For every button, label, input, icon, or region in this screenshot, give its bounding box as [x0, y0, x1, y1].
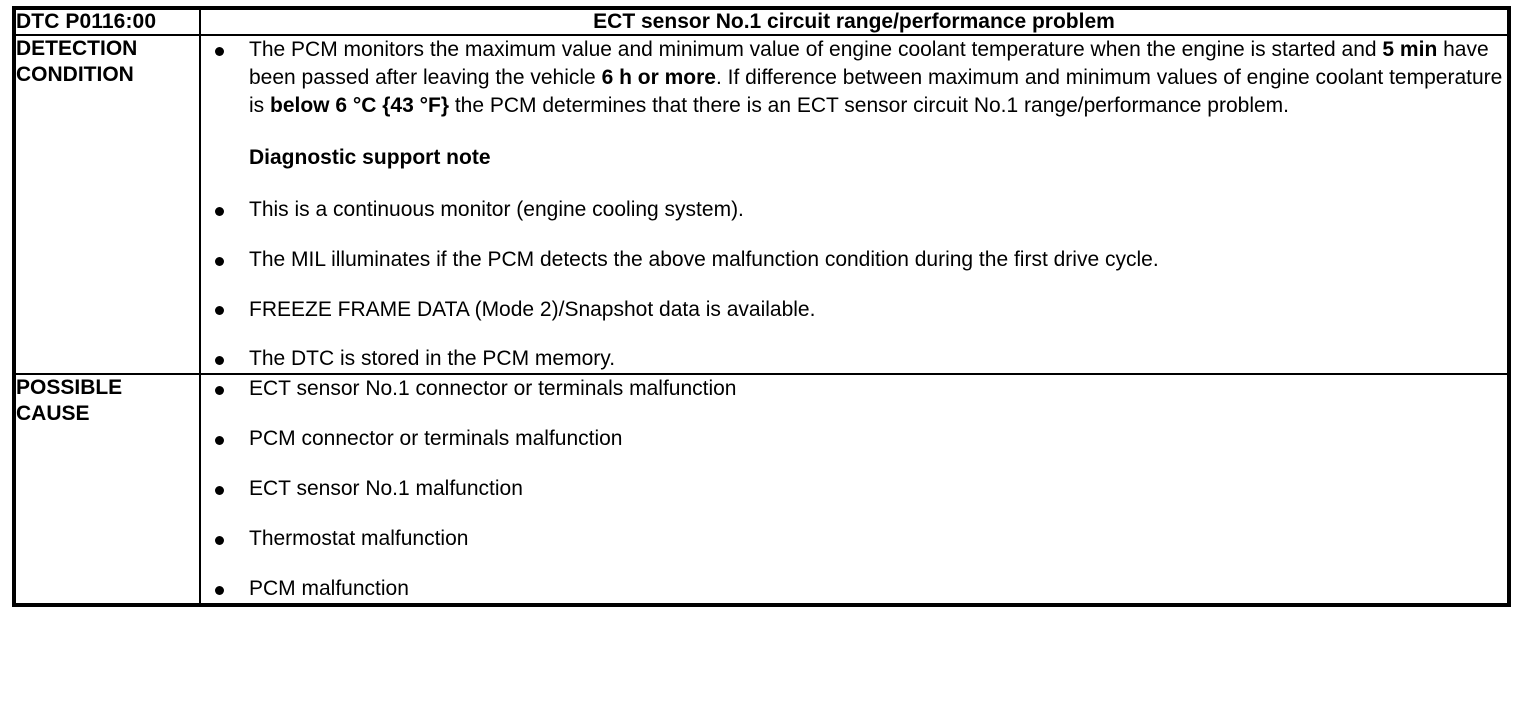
- body-text: the PCM determines that there is an ECT …: [449, 93, 1290, 117]
- bullet-dot-icon: [215, 46, 224, 56]
- list-item: The MIL illuminates if the PCM detects t…: [201, 246, 1507, 274]
- bullet-dot-icon: [215, 536, 224, 546]
- body-text: . If difference between maximum and mini…: [249, 65, 1503, 117]
- list-item: ECT sensor No.1 malfunction: [201, 475, 1507, 503]
- possible-cause-content: ECT sensor No.1 connector or terminals m…: [199, 373, 1510, 606]
- list-item: The PCM monitors the maximum value and m…: [201, 36, 1507, 120]
- bullet-dot-icon: [215, 585, 224, 595]
- detection-primary-list: The PCM monitors the maximum value and m…: [201, 36, 1507, 120]
- bullet-dot-icon: [215, 306, 224, 316]
- bullet-dot-icon: [215, 356, 224, 366]
- list-item: FREEZE FRAME DATA (Mode 2)/Snapshot data…: [201, 296, 1507, 324]
- diagnostic-support-note-list: This is a continuous monitor (engine coo…: [201, 196, 1507, 374]
- list-item: PCM connector or terminals malfunction: [201, 425, 1507, 453]
- list-item-label: The DTC is stored in the PCM memory.: [249, 347, 616, 371]
- list-item: This is a continuous monitor (engine coo…: [201, 196, 1507, 224]
- detection-condition-label: DETECTION CONDITION: [13, 33, 201, 376]
- detection-condition-content: The PCM monitors the maximum value and m…: [199, 33, 1510, 376]
- possible-cause-row: POSSIBLE CAUSE ECT sensor No.1 connector…: [13, 373, 1510, 606]
- bullet-dot-icon: [215, 386, 224, 396]
- dtc-diagnostic-table: DTC P0116:00 ECT sensor No.1 circuit ran…: [12, 6, 1511, 607]
- list-item-label: PCM connector or terminals malfunction: [249, 427, 623, 451]
- detection-condition-row: DETECTION CONDITION The PCM monitors the…: [13, 33, 1510, 376]
- bullet-dot-icon: [215, 256, 224, 266]
- table-header-row: DTC P0116:00 ECT sensor No.1 circuit ran…: [13, 7, 1510, 36]
- bullet-dot-icon: [215, 206, 224, 216]
- emphasis-text: below 6 °C {43 °F}: [270, 93, 450, 117]
- list-item: Thermostat malfunction: [201, 525, 1507, 553]
- list-item-label: ECT sensor No.1 malfunction: [249, 477, 523, 501]
- bullet-dot-icon: [215, 436, 224, 446]
- emphasis-text: 6 h or more: [601, 65, 716, 89]
- list-item-label: Thermostat malfunction: [249, 527, 469, 551]
- list-item: PCM malfunction: [201, 575, 1507, 603]
- list-item: ECT sensor No.1 connector or terminals m…: [201, 375, 1507, 403]
- detection-paragraph: The PCM monitors the maximum value and m…: [249, 36, 1507, 120]
- body-text: The PCM monitors the maximum value and m…: [249, 38, 1383, 61]
- bullet-dot-icon: [215, 486, 224, 496]
- list-item-label: FREEZE FRAME DATA (Mode 2)/Snapshot data…: [249, 297, 816, 321]
- list-item-label: PCM malfunction: [249, 577, 409, 601]
- possible-cause-label: POSSIBLE CAUSE: [13, 373, 201, 606]
- list-item-label: The MIL illuminates if the PCM detects t…: [249, 247, 1159, 271]
- list-item-label: This is a continuous monitor (engine coo…: [249, 197, 744, 221]
- diagnostic-support-note-heading: Diagnostic support note: [249, 145, 491, 169]
- list-item: The DTC is stored in the PCM memory.: [201, 345, 1507, 373]
- dtc-title-cell: ECT sensor No.1 circuit range/performanc…: [199, 7, 1510, 36]
- emphasis-text: 5 min: [1382, 38, 1438, 61]
- possible-cause-list: ECT sensor No.1 connector or terminals m…: [201, 375, 1507, 603]
- dtc-code-cell: DTC P0116:00: [13, 7, 201, 36]
- body-text: have been passed after leaving the vehic…: [249, 38, 1489, 89]
- list-item-label: ECT sensor No.1 connector or terminals m…: [249, 377, 737, 401]
